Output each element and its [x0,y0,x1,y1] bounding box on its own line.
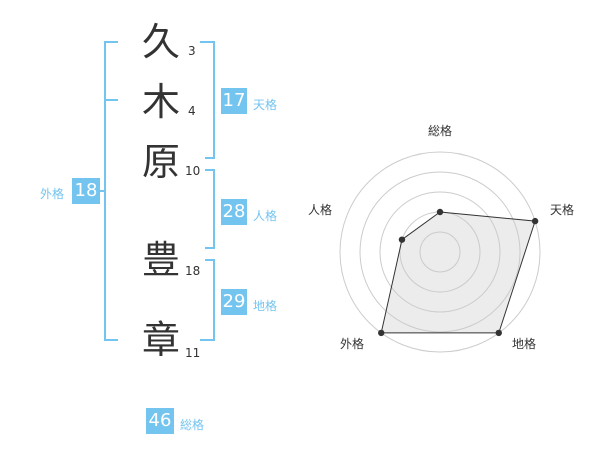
stroke-count-3: 10 [185,164,201,178]
tenkaku-bracket-bottom [205,157,215,159]
gaikaku-value: 18 [72,178,100,204]
gaikaku-connector [98,190,106,192]
radar-label-soukaku: 総格 [428,124,453,138]
jinkaku-label: 人格 [253,209,278,223]
stroke-count-4: 18 [185,264,201,278]
radar-ring [419,231,461,273]
name-char-3: 原 [141,140,180,184]
chikaku-bracket-vertical [213,259,215,341]
jinkaku-value: 28 [221,199,247,225]
tenkaku-bracket-top [200,41,215,43]
radar-label-jinkaku: 人格 [308,203,333,217]
stroke-count-5: 11 [185,346,201,360]
radar-point-0 [436,208,444,216]
gaikaku-bracket-bottom [104,339,118,341]
radar-value-polygon [380,211,536,334]
chikaku-bracket-top [205,259,215,261]
stroke-count-1: 3 [188,44,196,58]
soukaku-value: 46 [146,408,174,434]
jinkaku-bracket-vertical [213,169,215,249]
name-char-4: 豊 [141,238,180,282]
radar-ring [359,171,521,333]
gaikaku-label: 外格 [40,187,65,201]
tenkaku-value: 17 [221,88,247,114]
radar-point-4 [398,236,406,243]
soukaku-label: 総格 [180,418,205,432]
name-char-1: 久 [141,20,180,64]
radar-label-tenkaku: 天格 [550,203,575,217]
chikaku-bracket-bottom [200,339,215,341]
tenkaku-bracket-vertical [213,41,215,159]
gaikaku-bracket-mid [104,99,118,101]
radar-point-1 [531,217,539,225]
radar-label-gaikaku: 外格 [340,337,365,351]
radar-ring [379,191,501,313]
name-char-2: 木 [141,80,180,124]
jinkaku-bracket-top [205,169,215,171]
chikaku-value: 29 [221,289,247,315]
jinkaku-bracket-bottom [205,247,215,249]
stroke-count-2: 4 [188,104,196,118]
chikaku-label: 地格 [253,299,278,313]
tenkaku-label: 天格 [253,98,278,112]
radar-point-2 [495,329,502,337]
radar-point-3 [378,329,385,337]
radar-points [378,208,539,337]
gaikaku-bracket-top [104,41,118,43]
name-char-5: 章 [141,318,180,362]
radar-ring [339,151,541,353]
radar-label-chikaku: 地格 [512,337,537,351]
